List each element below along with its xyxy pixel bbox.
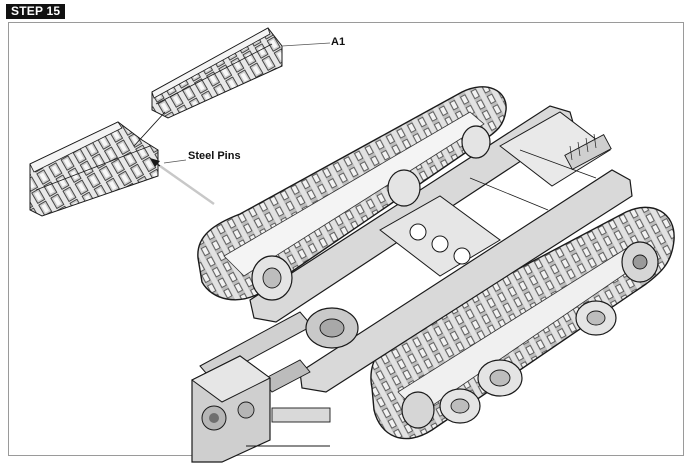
gearbox	[191, 355, 331, 463]
chassis-assembly	[191, 86, 675, 463]
frame-rail-right	[299, 169, 633, 393]
callout-part-a1: A1	[331, 36, 346, 48]
steel-pin-arrow	[150, 158, 215, 205]
callout-steel-pins: Steel Pins	[188, 150, 241, 162]
step-frame	[8, 22, 684, 456]
leader-line-a1	[281, 42, 331, 47]
track-link-a1-detail	[151, 27, 331, 119]
road-wheels	[251, 125, 659, 429]
leader-line-pins	[163, 159, 187, 164]
step-badge: STEP 15	[6, 4, 66, 19]
pin-insert-line	[133, 111, 166, 147]
track-link-lower-detail	[29, 111, 166, 217]
